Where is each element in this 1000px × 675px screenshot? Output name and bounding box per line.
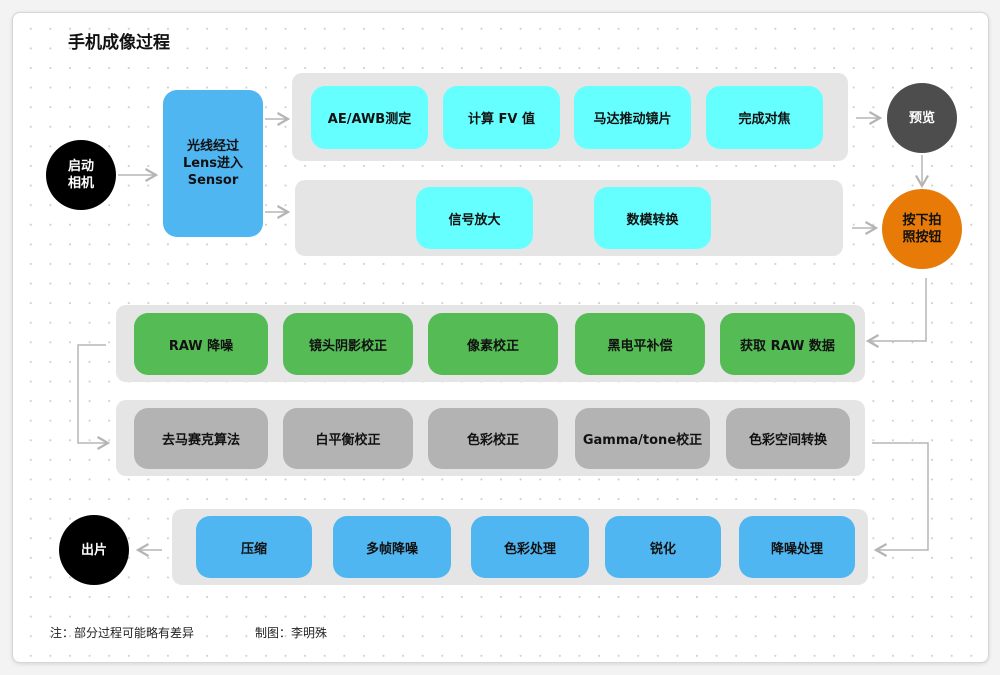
raw-step: 镜头阴影校正 — [283, 313, 413, 375]
footer-note: 注：部分过程可能略有差异 — [50, 626, 195, 640]
isp-step: 色彩空间转换 — [726, 408, 850, 469]
raw-step: RAW 降噪 — [134, 313, 268, 375]
preview-node: 预览 — [887, 83, 957, 153]
output-node: 出片 — [59, 515, 129, 585]
focus-step: 马达推动镜片 — [574, 86, 691, 149]
shutter-node: 按下拍 照按钮 — [882, 189, 962, 269]
post-step: 多帧降噪 — [333, 516, 451, 578]
arrow-shutter-to-raw — [865, 278, 927, 348]
raw-step: 获取 RAW 数据 — [720, 313, 855, 375]
signal-group — [295, 180, 843, 256]
post-step: 压缩 — [196, 516, 312, 578]
lens-sensor-node: 光线经过 Lens进入 Sensor — [163, 90, 263, 237]
diagram-title: 手机成像过程 — [68, 33, 170, 53]
focus-step: 完成对焦 — [706, 86, 823, 149]
isp-step: Gamma/tone校正 — [575, 408, 710, 469]
start-camera-node: 启动 相机 — [46, 140, 116, 210]
arrow-raw-to-isp — [77, 344, 111, 450]
signal-step: 数模转换 — [594, 187, 711, 249]
isp-step: 色彩校正 — [428, 408, 558, 469]
focus-step: 计算 FV 值 — [443, 86, 560, 149]
footer-author: 制图：李明殊 — [255, 626, 328, 640]
focus-step: AE/AWB测定 — [311, 86, 428, 149]
signal-step: 信号放大 — [416, 187, 533, 249]
post-step: 色彩处理 — [471, 516, 589, 578]
arrow-isp-to-post — [872, 442, 929, 557]
raw-step: 像素校正 — [428, 313, 558, 375]
post-step: 锐化 — [605, 516, 721, 578]
isp-step: 白平衡校正 — [283, 408, 413, 469]
raw-step: 黑电平补偿 — [575, 313, 705, 375]
isp-step: 去马赛克算法 — [134, 408, 268, 469]
post-step: 降噪处理 — [739, 516, 855, 578]
